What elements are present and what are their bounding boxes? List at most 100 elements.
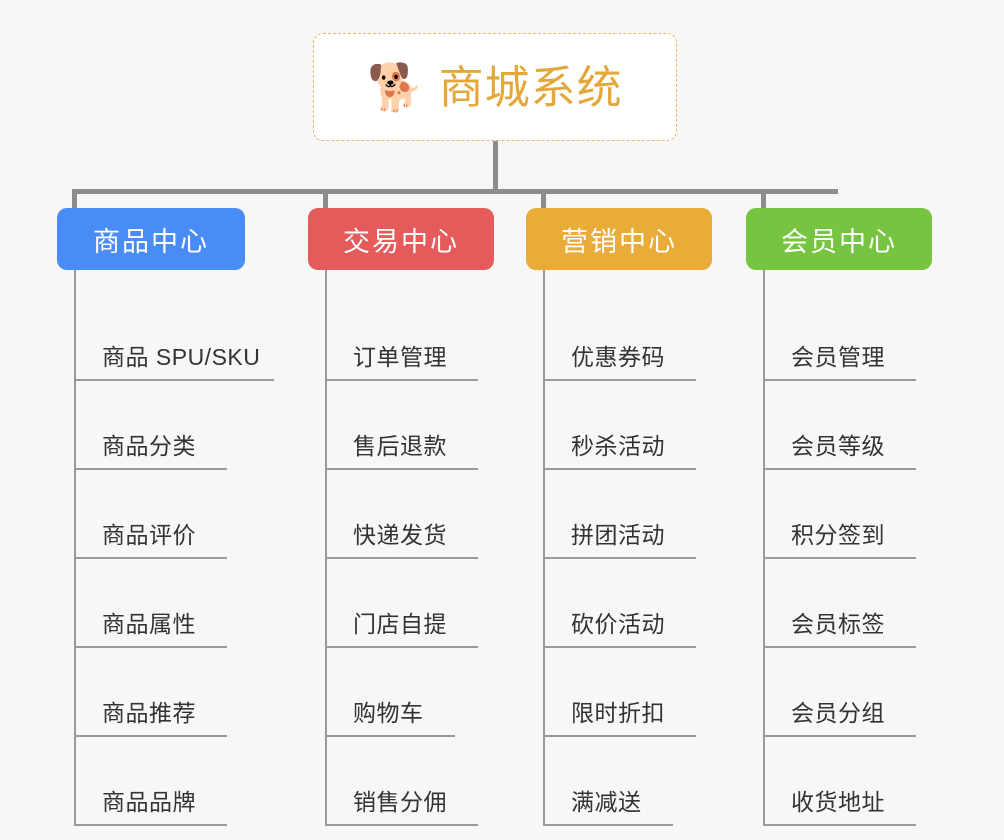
- leaf-label: 会员标签: [791, 611, 885, 637]
- leaf-item[interactable]: 商品 SPU/SKU: [57, 292, 274, 381]
- leaf-underline: [325, 824, 478, 826]
- leaf-item[interactable]: 商品属性: [57, 559, 260, 648]
- leaf-label: 会员等级: [791, 433, 885, 459]
- leaf-item[interactable]: 快递发货: [308, 470, 494, 559]
- branch-header-trade[interactable]: 交易中心: [308, 208, 494, 270]
- leaf-underline: [325, 646, 478, 648]
- leaf-underline: [74, 824, 227, 826]
- connector-drop-1: [72, 189, 77, 211]
- leaf-label: 拼团活动: [571, 522, 665, 548]
- branch-column-member: 会员中心 会员管理 会员等级 积分签到 会员标签 会员分组: [746, 208, 932, 826]
- leaf-item[interactable]: 限时折扣: [526, 648, 712, 737]
- leaf-underline: [763, 824, 916, 826]
- branch-header-label: 会员中心: [781, 226, 897, 257]
- branch-spine-marketing: [543, 270, 545, 826]
- connector-stem: [493, 141, 498, 192]
- leaf-item[interactable]: 商品评价: [57, 470, 260, 559]
- leaf-item[interactable]: 会员分组: [746, 648, 932, 737]
- leaf-item[interactable]: 满减送: [526, 737, 712, 826]
- leaf-underline: [763, 468, 916, 470]
- root-node[interactable]: 🐕 商城系统: [313, 33, 677, 141]
- leaf-item[interactable]: 订单管理: [308, 292, 494, 381]
- root-title: 商城系统: [438, 61, 623, 113]
- leaf-underline: [325, 557, 478, 559]
- leaf-item[interactable]: 会员等级: [746, 381, 932, 470]
- leaf-item[interactable]: 拼团活动: [526, 470, 712, 559]
- shiba-dog-icon: 🐕: [367, 61, 425, 113]
- leaf-item[interactable]: 门店自提: [308, 559, 494, 648]
- leaf-list-marketing: 优惠券码 秒杀活动 拼团活动 砍价活动 限时折扣 满减送: [526, 270, 712, 826]
- branch-header-product[interactable]: 商品中心: [57, 208, 245, 270]
- connector-drop-4: [761, 189, 766, 211]
- branch-header-label: 营销中心: [561, 226, 677, 257]
- connector-bus: [72, 189, 838, 194]
- leaf-underline: [763, 735, 916, 737]
- branch-header-label: 商品中心: [93, 226, 209, 257]
- leaf-item[interactable]: 收货地址: [746, 737, 932, 826]
- leaf-underline: [763, 379, 916, 381]
- leaf-label: 商品分类: [102, 433, 196, 459]
- leaf-label: 售后退款: [353, 433, 447, 459]
- leaf-label: 商品属性: [102, 611, 196, 637]
- leaf-underline: [543, 735, 696, 737]
- branch-header-label: 交易中心: [343, 226, 459, 257]
- branch-spine-trade: [325, 270, 327, 826]
- leaf-underline: [74, 557, 227, 559]
- leaf-item[interactable]: 商品品牌: [57, 737, 260, 826]
- leaf-underline: [74, 379, 274, 381]
- leaf-label: 限时折扣: [571, 700, 665, 726]
- leaf-item[interactable]: 商品分类: [57, 381, 260, 470]
- leaf-item[interactable]: 购物车: [308, 648, 494, 737]
- leaf-underline: [325, 735, 455, 737]
- leaf-label: 会员分组: [791, 700, 885, 726]
- connector-drop-2: [323, 189, 328, 211]
- leaf-list-product: 商品 SPU/SKU 商品分类 商品评价 商品属性 商品推荐 商品品牌: [57, 270, 274, 826]
- leaf-label: 商品 SPU/SKU: [102, 344, 261, 370]
- branch-spine-product: [74, 270, 76, 826]
- leaf-label: 会员管理: [791, 344, 885, 370]
- leaf-underline: [763, 646, 916, 648]
- branch-column-marketing: 营销中心 优惠券码 秒杀活动 拼团活动 砍价活动 限时折扣: [526, 208, 712, 826]
- leaf-item[interactable]: 售后退款: [308, 381, 494, 470]
- leaf-underline: [543, 646, 696, 648]
- leaf-list-member: 会员管理 会员等级 积分签到 会员标签 会员分组 收货地址: [746, 270, 932, 826]
- branch-spine-member: [763, 270, 765, 826]
- leaf-item[interactable]: 商品推荐: [57, 648, 260, 737]
- branch-column-trade: 交易中心 订单管理 售后退款 快递发货 门店自提 购物车: [308, 208, 494, 826]
- branch-column-product: 商品中心 商品 SPU/SKU 商品分类 商品评价 商品属性 商品推荐: [57, 208, 274, 826]
- leaf-label: 商品评价: [102, 522, 196, 548]
- leaf-label: 优惠券码: [571, 344, 665, 370]
- leaf-item[interactable]: 会员标签: [746, 559, 932, 648]
- leaf-label: 商品品牌: [102, 789, 196, 815]
- leaf-label: 商品推荐: [102, 700, 196, 726]
- branch-header-member[interactable]: 会员中心: [746, 208, 932, 270]
- branch-header-marketing[interactable]: 营销中心: [526, 208, 712, 270]
- leaf-underline: [74, 468, 227, 470]
- leaf-underline: [543, 379, 696, 381]
- leaf-item[interactable]: 积分签到: [746, 470, 932, 559]
- leaf-underline: [74, 735, 227, 737]
- leaf-underline: [763, 557, 916, 559]
- leaf-underline: [543, 557, 696, 559]
- leaf-item[interactable]: 会员管理: [746, 292, 932, 381]
- leaf-label: 收货地址: [791, 789, 885, 815]
- leaf-underline: [325, 379, 478, 381]
- leaf-item[interactable]: 优惠券码: [526, 292, 712, 381]
- leaf-underline: [543, 824, 673, 826]
- connector-drop-3: [541, 189, 546, 211]
- leaf-item[interactable]: 砍价活动: [526, 559, 712, 648]
- leaf-list-trade: 订单管理 售后退款 快递发货 门店自提 购物车 销售分佣: [308, 270, 494, 826]
- leaf-underline: [543, 468, 696, 470]
- leaf-underline: [325, 468, 478, 470]
- leaf-item[interactable]: 销售分佣: [308, 737, 494, 826]
- leaf-label: 门店自提: [353, 611, 447, 637]
- leaf-label: 购物车: [353, 700, 424, 726]
- leaf-label: 销售分佣: [353, 789, 447, 815]
- leaf-label: 砍价活动: [571, 611, 665, 637]
- leaf-label: 满减送: [571, 789, 642, 815]
- leaf-underline: [74, 646, 227, 648]
- leaf-item[interactable]: 秒杀活动: [526, 381, 712, 470]
- leaf-label: 秒杀活动: [571, 433, 665, 459]
- leaf-label: 订单管理: [353, 344, 447, 370]
